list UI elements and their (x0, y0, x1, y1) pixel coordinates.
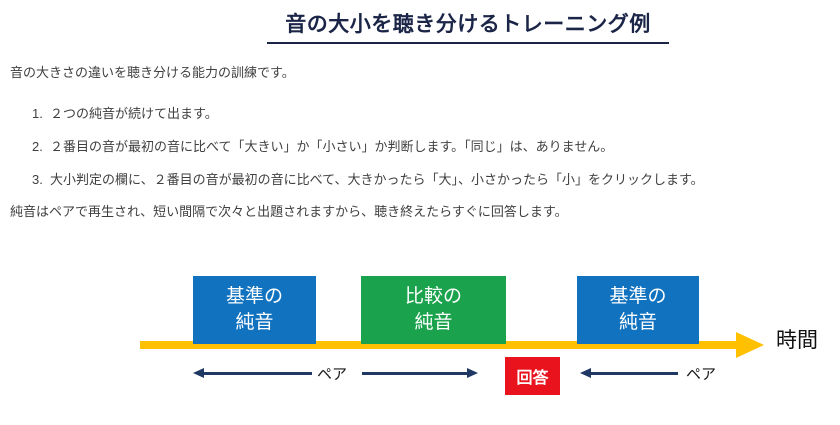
comparison-tone-box-line1: 比較の (404, 286, 462, 308)
pair2-left-arrowhead-icon (580, 368, 591, 378)
step-2-number: 2. (32, 139, 43, 154)
reference-tone-box-2: 基準の 純音 (577, 276, 699, 344)
reference-tone-box-2-line1: 基準の (609, 286, 667, 308)
step-2-text: ２番目の音が最初の音に比べて「大きい」か「小さい」か判断します。「同じ」は、あり… (50, 139, 614, 154)
step-3-text: 大小判定の欄に、２番目の音が最初の音に比べて、大きかったら「大」、小さかったら「… (50, 172, 704, 187)
pair-label-left: ペア (317, 366, 348, 383)
step-1-text: ２つの純音が続けて出ます。 (50, 106, 218, 121)
reference-tone-box-1-line2: 純音 (235, 312, 274, 333)
pair-left-arrow-line-1 (202, 372, 312, 375)
step-3: 3. 大小判定の欄に、２番目の音が最初の音に比べて、大きかったら「大」、小さかった… (32, 169, 704, 188)
page-title: 音の大小を聴き分けるトレーニング例 (267, 8, 669, 44)
reference-tone-box-2-line2: 純音 (618, 312, 657, 333)
step-1-number: 1. (32, 106, 43, 121)
timeline-arrowhead-icon (736, 332, 764, 358)
reference-tone-box-1-line1: 基準の (225, 286, 283, 308)
comparison-tone-box: 比較の 純音 (361, 276, 506, 344)
pair2-arrow-line (589, 372, 678, 375)
step-2: 2. ２番目の音が最初の音に比べて「大きい」か「小さい」か判断します。「同じ」は、… (32, 136, 613, 155)
timeline-label: 時間 (776, 329, 818, 352)
note-text: 純音はペアで再生され、短い間隔で次々と出題されますから、聴き終えたらすぐに回答し… (10, 204, 568, 219)
pair-label-right: ペア (686, 366, 717, 383)
timeline-bar (140, 341, 738, 349)
title-area: 音の大小を聴き分けるトレーニング例 (0, 8, 840, 44)
step-1: 1. ２つの純音が続けて出ます。 (32, 103, 218, 122)
intro-text: 音の大きさの違いを聴き分ける能力の訓練です。 (10, 65, 295, 80)
pair-right-arrowhead-icon (467, 368, 478, 378)
comparison-tone-box-line2: 純音 (414, 312, 453, 333)
pair-left-arrow-line-2 (362, 372, 468, 375)
reference-tone-box-1: 基準の 純音 (193, 276, 316, 344)
pair-left-arrowhead-icon (193, 368, 204, 378)
answer-badge: 回答 (505, 357, 560, 395)
answer-label: 回答 (516, 370, 549, 387)
step-3-number: 3. (32, 172, 43, 187)
